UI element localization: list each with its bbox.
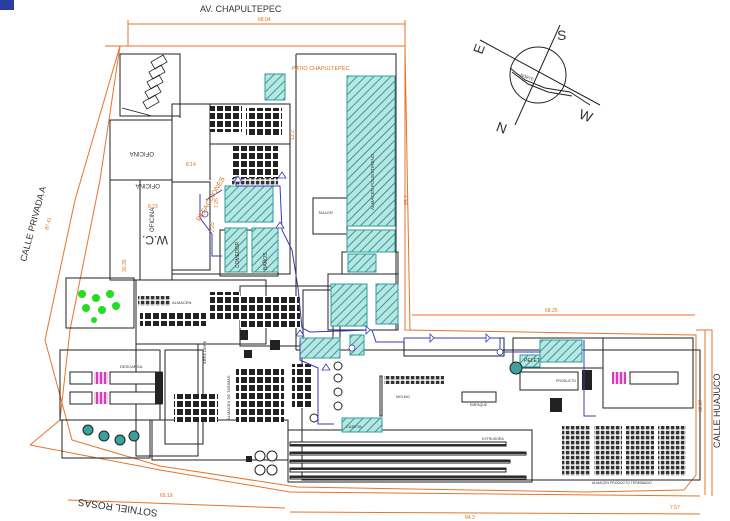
- label-empaque: EMPAQUE: [470, 403, 488, 407]
- label-almacen-tarimas: ALMACEN DE TARIMAS: [226, 375, 231, 420]
- dim-west-length: 87.41: [44, 217, 53, 231]
- compass-w: W: [577, 106, 596, 126]
- storage-racks: [138, 106, 686, 476]
- production-lines: [289, 375, 527, 480]
- trucks: [69, 370, 679, 405]
- label-wc: W.C.: [142, 233, 168, 247]
- label-oficina-2: OFICINA: [136, 182, 160, 188]
- label-molino: MOLINO: [396, 395, 410, 399]
- label-caseta: CASETA: [346, 424, 362, 429]
- dim-misc-a: 8.23: [148, 204, 158, 210]
- compass-s: S: [557, 27, 566, 43]
- green-area: [78, 290, 120, 323]
- tanks: [82, 361, 523, 476]
- label-pelet: PELET: [524, 358, 540, 364]
- hatched-rooms: [224, 73, 583, 433]
- label-producto: PRODUCTO: [556, 379, 576, 383]
- dim-east-length: 32.07: [698, 399, 704, 412]
- flow-route: [199, 176, 596, 425]
- label-almacen: ALMACEN: [172, 300, 191, 305]
- dim-south-left: 65.19: [160, 493, 173, 499]
- label-patio: PATIO CHAPULTEPEC: [292, 66, 349, 72]
- label-descarga: DESCARGA: [120, 364, 143, 369]
- label-comedor: COMEDOR: [235, 242, 241, 269]
- dim-misc-d: 2.25: [210, 222, 216, 232]
- compass-rose: [479, 24, 601, 126]
- street-south: SOTNIEL ROSAS: [77, 496, 158, 518]
- label-taller: TALLER: [318, 210, 333, 215]
- dim-office-height: 13.2: [290, 130, 296, 140]
- label-almacen-poli: ALMACEN POLIESTIRENO: [370, 153, 375, 210]
- route-markers: [201, 171, 504, 371]
- parking-stalls: [121, 54, 168, 117]
- dim-inner-width: 68.25: [545, 308, 558, 314]
- dim-misc-b: 30.35: [122, 259, 128, 272]
- label-extrusora: EXTRUSORA: [482, 437, 504, 441]
- dim-south-right: 84.3: [465, 515, 475, 521]
- compass-e: E: [470, 42, 488, 56]
- compass-n: N: [494, 119, 509, 137]
- corner-marker: [0, 0, 14, 10]
- label-oficina-1: OFICINA: [130, 150, 154, 156]
- dim-south-corner: 7.57: [670, 505, 680, 511]
- street-west: CALLE PRIVADA A: [18, 185, 48, 262]
- dim-office-width: 8.14: [186, 162, 196, 168]
- compass-norte: NORTE: [520, 72, 535, 82]
- label-oficina-3: OFICINA: [150, 208, 156, 232]
- label-banos: BAÑOS: [262, 252, 269, 270]
- dim-misc-c: 7.25: [214, 198, 220, 208]
- street-north: AV. CHAPULTEPEC: [200, 4, 282, 14]
- street-east: CALLE HUAJUCO: [712, 373, 722, 448]
- label-area-libre: AREA LIBRE: [202, 340, 207, 364]
- dim-north-width: 68.04: [258, 17, 271, 23]
- label-prod-terminado: ALMACEN PRODUCTO TERMINADO: [592, 481, 652, 485]
- dim-right-inner: 65.1: [404, 195, 410, 205]
